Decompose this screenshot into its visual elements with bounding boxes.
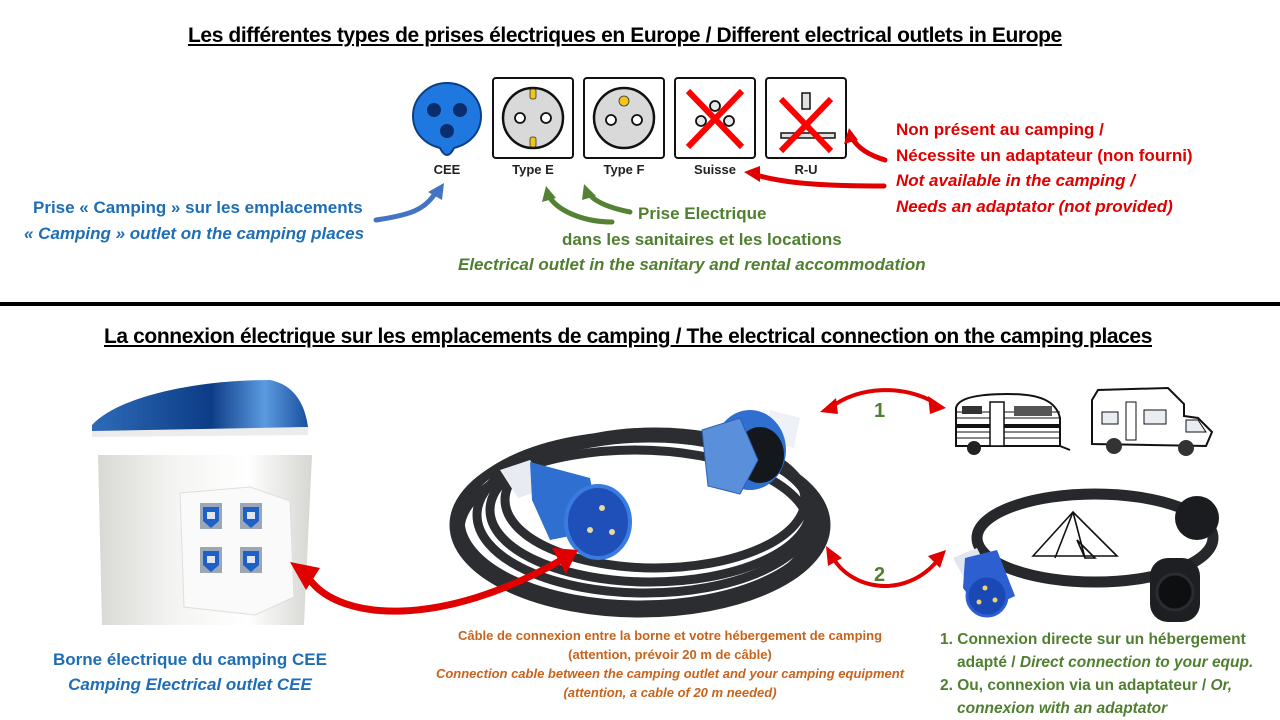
arrowhead-cable	[552, 548, 578, 574]
cable-caption-en-line2: (attention, a cable of 20 m needed)	[563, 685, 777, 700]
adaptor-cee-plug	[953, 548, 1015, 618]
blue-arrowhead	[428, 183, 444, 200]
blue-arrow-to-cee	[373, 189, 439, 223]
adaptor-schuko-socket	[1150, 496, 1219, 622]
connection-options-list: 1. Connexion directe sur un hébergement …	[940, 628, 1253, 720]
option-2: 2. Ou, connexion via un adaptateur / Or,	[940, 677, 1233, 694]
swiss-socket-icon	[674, 77, 756, 159]
arrow-bollard-to-cable	[306, 554, 569, 615]
red-arrow-to-suisse	[757, 173, 887, 189]
caravan-image	[948, 388, 1071, 458]
camping-outlet-note-fr: Prise « Camping » sur les emplacements	[33, 198, 363, 217]
arrow-connection-2	[830, 554, 940, 588]
green-arrowhead-f	[582, 184, 596, 200]
outlet-label-suisse: Suisse	[694, 162, 736, 177]
unavailable-note-en-line1: Not available in the camping /	[896, 171, 1135, 190]
motorhome-image	[1088, 382, 1218, 460]
outlet-label-uk: R-U	[794, 162, 818, 177]
green-arrow-to-type-e	[547, 195, 615, 225]
top-section-title: Les différentes types de prises électriq…	[188, 24, 1062, 47]
cee-socket-grid	[200, 503, 262, 573]
green-arrowhead-e	[542, 186, 556, 202]
arrow-connection-1	[828, 388, 937, 410]
type-f-socket-icon	[583, 77, 665, 159]
cee-socket-connector	[701, 410, 800, 495]
section-divider	[0, 302, 1280, 306]
cable-caption-fr-line1: Câble de connexion entre la borne et vot…	[457, 628, 883, 643]
option-1-cont: adapté / Direct connection to your equp.	[957, 654, 1254, 671]
sanitary-note-fr-line1: Prise Electrique	[638, 204, 767, 223]
type-e-socket-icon	[492, 77, 574, 159]
arrowhead-bollard	[290, 562, 320, 590]
cee-socket-icon	[410, 79, 484, 161]
cee-extension-cable-image	[440, 390, 840, 620]
tent-adaptor-image	[945, 478, 1240, 623]
unavailable-note-en-line2: Needs an adaptator (not provided)	[896, 197, 1173, 216]
unavailable-note-fr-line2: Nécessite un adaptateur (non fourni)	[896, 146, 1193, 165]
red-arrowhead-suisse	[744, 166, 760, 182]
outlet-label-cee: CEE	[433, 162, 461, 177]
arrowhead-2-left	[826, 546, 842, 566]
cee-plug	[500, 460, 632, 560]
option-1: 1. Connexion directe sur un hébergement	[940, 631, 1246, 648]
bottom-section-title: La connexion électrique sur les emplacem…	[104, 325, 1152, 348]
camping-power-bollard-image	[80, 375, 330, 635]
outlet-label-type-e: Type E	[512, 162, 554, 177]
borne-caption-en: Camping Electrical outlet CEE	[68, 675, 312, 694]
cable-caption-fr-line2: (attention, prévoir 20 m de câble)	[568, 647, 772, 662]
arrowhead-2-right	[928, 550, 946, 568]
connection-number-1: 1	[874, 400, 886, 422]
cable-caption-en-line1: Connection cable between the camping out…	[435, 666, 905, 681]
arrowhead-1-right	[928, 396, 946, 414]
unavailable-note-fr-line1: Non présent au camping /	[896, 120, 1104, 139]
outlet-label-type-f: Type F	[603, 162, 645, 177]
option-2-cont: connexion with an adaptator	[957, 700, 1168, 717]
connection-number-2: 2	[874, 564, 886, 586]
top-arrows	[373, 128, 888, 225]
borne-caption-fr: Borne électrique du camping CEE	[53, 650, 327, 669]
sanitary-note-en: Electrical outlet in the sanitary and re…	[458, 255, 926, 274]
camping-outlet-note-en: « Camping » outlet on the camping places	[24, 224, 365, 243]
arrowhead-1-left	[820, 398, 838, 414]
red-arrowhead-uk	[844, 128, 858, 144]
tent-icon	[1031, 510, 1119, 559]
sanitary-note-fr-line2: dans les sanitaires et les locations	[562, 230, 842, 249]
uk-socket-icon	[765, 77, 847, 159]
